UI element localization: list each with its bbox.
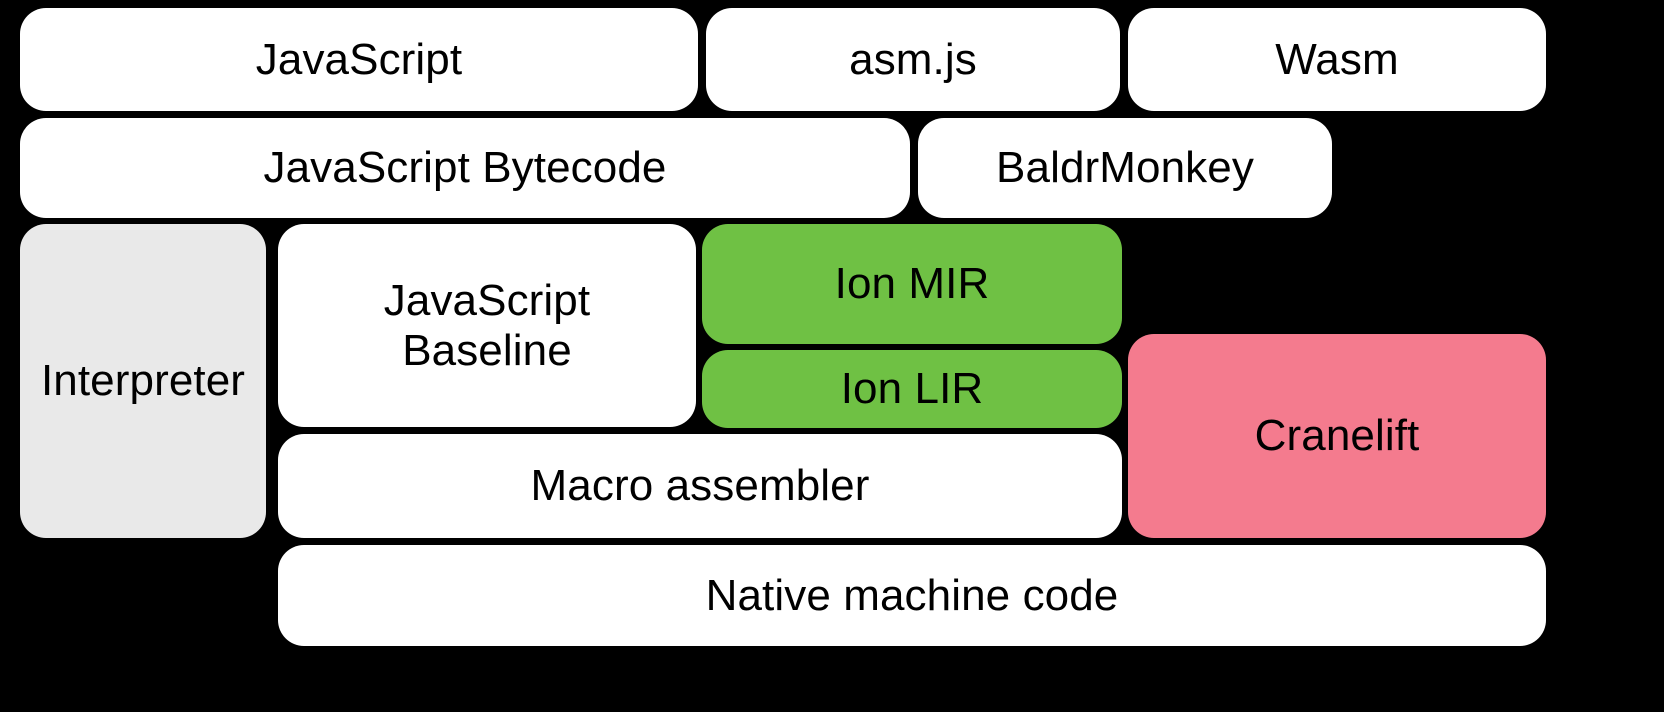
node-javascript-bytecode[interactable]: JavaScript Bytecode: [20, 118, 910, 218]
node-cranelift[interactable]: Cranelift: [1128, 334, 1546, 538]
node-javascript-baseline[interactable]: JavaScript Baseline: [278, 224, 696, 427]
node-interpreter[interactable]: Interpreter: [20, 224, 266, 538]
node-wasm[interactable]: Wasm: [1128, 8, 1546, 111]
node-ion-mir[interactable]: Ion MIR: [702, 224, 1122, 344]
node-asmjs[interactable]: asm.js: [706, 8, 1120, 111]
node-ion-lir[interactable]: Ion LIR: [702, 350, 1122, 428]
node-javascript[interactable]: JavaScript: [20, 8, 698, 111]
node-macro-assembler[interactable]: Macro assembler: [278, 434, 1122, 538]
node-baldrmonkey[interactable]: BaldrMonkey: [918, 118, 1332, 218]
node-native-machine-code[interactable]: Native machine code: [278, 545, 1546, 646]
